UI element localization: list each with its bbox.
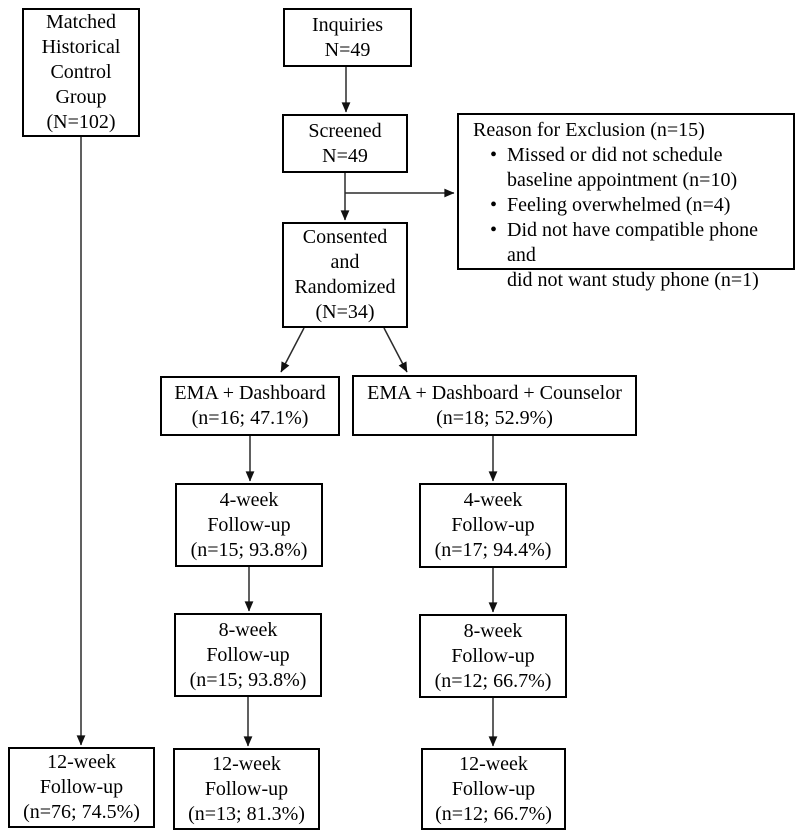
box-arm1-8-week-followup: 8-week Follow-up (n=15; 93.8%)	[174, 613, 322, 697]
box-arm-ema-dashboard: EMA + Dashboard (n=16; 47.1%)	[160, 376, 340, 436]
box-arm-ema-dashboard-counselor: EMA + Dashboard + Counselor (n=18; 52.9%…	[352, 375, 637, 436]
box-reason-for-exclusion: Reason for Exclusion (n=15) Missed or di…	[457, 113, 795, 291]
arrow-consented-to-arm2	[383, 327, 408, 373]
box-arm2-8-week-followup: 8-week Follow-up (n=12; 66.7%)	[419, 614, 567, 698]
box-inquiries: Inquiries N=49	[283, 8, 412, 67]
box-matched-historical-control-group: Matched Historical Control Group (N=102)	[22, 8, 140, 137]
box-arm1-12-week-followup: 12-week Follow-up (n=13; 81.3%)	[173, 748, 320, 830]
box-arm2-4-week-followup: 4-week Follow-up (n=17; 94.4%)	[419, 483, 567, 568]
arrow-consented-to-arm1	[280, 327, 305, 373]
exclusion-title: Reason for Exclusion (n=15)	[473, 119, 705, 141]
exclusion-reason-list: Missed or did not schedule baseline appo…	[473, 143, 785, 293]
box-control-12-week-followup: 12-week Follow-up (n=76; 74.5%)	[8, 747, 155, 828]
exclusion-reason-item: Missed or did not schedule baseline appo…	[490, 143, 785, 193]
exclusion-reason-item: Did not have compatible phone and did no…	[490, 218, 785, 293]
box-arm2-12-week-followup: 12-week Follow-up (n=12; 66.7%)	[421, 748, 566, 830]
box-arm1-4-week-followup: 4-week Follow-up (n=15; 93.8%)	[175, 483, 323, 567]
exclusion-reason-item: Feeling overwhelmed (n=4)	[490, 193, 785, 218]
box-screened: Screened N=49	[282, 114, 408, 173]
box-consented-and-randomized: Consented and Randomized (N=34)	[282, 222, 408, 328]
